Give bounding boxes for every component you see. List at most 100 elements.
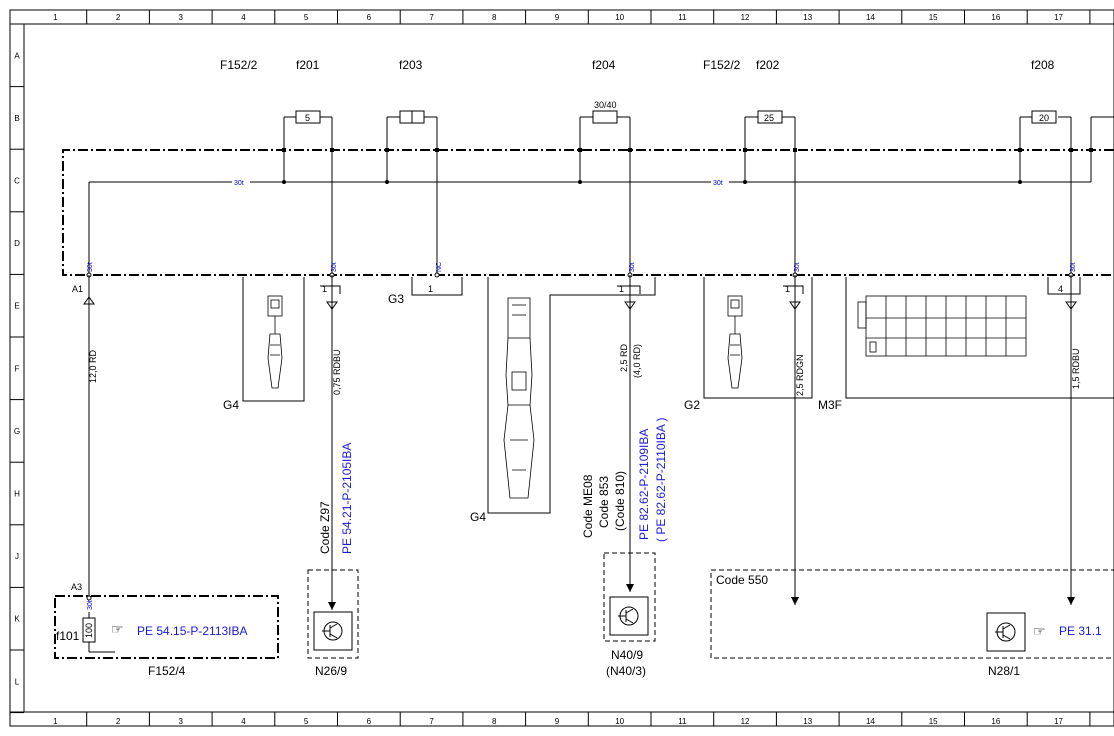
code-label-z97: Code Z97 [318,501,332,554]
pointer-icon: ☞ [1033,623,1046,639]
code-label-853: Code 853 [597,476,611,528]
code-label-810: (Code 810) [613,471,627,531]
ruler-column-label: 8 [492,717,497,726]
fuse-block-label-f152-4: F152/4 [148,664,186,678]
module-n40-9-box [603,552,656,642]
connector-label-g4: G4 [223,398,239,412]
ruler-column-label: 7 [429,13,434,22]
terminal-label: 30t [629,262,636,272]
module-n26-9-icon-frame [313,611,353,651]
fuse-f203 [386,110,438,150]
transistor-icon [618,606,639,626]
ruler-row-label: C [14,177,20,186]
wire-label: 2,5 RDGN [795,354,805,396]
wire-label: 12,0 RD [88,349,98,383]
pin-number: 1 [785,284,790,294]
ruler: 1122334455667788991010111112121313141415… [10,10,1091,726]
ruler-row-label: K [14,615,20,624]
fuse-box-outline [62,149,1114,276]
terminal-pin-icon [267,295,283,389]
pin-bracket [320,285,341,294]
ruler-column-label: 5 [304,13,309,22]
terminal-label: 30t [87,600,94,610]
pin-bracket [783,285,804,294]
wire-label: 1,5 RDBU [1071,348,1081,389]
ruler-column-label: 16 [991,13,1000,22]
fuse-f204 [579,110,631,150]
ruler-column-label: 13 [803,13,812,22]
fuse-rating: 100 [84,623,94,638]
ref-link-pe-82-62-2110[interactable]: ( PE 82.62-P-2110IBA ) [654,417,668,542]
ruler-row-label: D [14,239,20,248]
fuse-label-f201: f201 [296,58,320,72]
ruler-column-label: 9 [555,717,560,726]
bus-dots [282,180,1022,184]
terminal-label: 30t [794,262,801,272]
ruler-row-label: J [15,552,19,561]
connector-g2-outline [703,277,813,399]
ruler-column-label: 1 [53,13,58,22]
fuse-f101 [82,612,115,653]
frame [9,9,1114,727]
code-label-me08: Code ME08 [581,474,595,538]
ruler-column-label: 4 [241,717,246,726]
connector-g4-left-outline [242,277,305,402]
fuse-label-f203: f203 [399,58,423,72]
ruler-column-label: 12 [741,13,750,22]
ref-link-pe-54-21[interactable]: PE 54.21-P-2105IBA [340,443,354,554]
module-n26-9-box [307,569,359,659]
connector-g4-mid-outline [487,277,656,514]
ruler-column-label: 11 [678,13,687,22]
ruler-column-label: 10 [615,717,624,726]
transistor-icon [995,622,1016,642]
fuse-rating: 25 [764,113,774,123]
ruler-column-label: 15 [929,717,938,726]
fuse-label-f101: f101 [56,629,80,643]
ruler-column-label: 13 [803,717,812,726]
connector-label-m3f: M3F [818,398,842,412]
terminal-pin-icon [503,297,535,499]
ruler-row-label: A [14,51,20,60]
pointer-icon: ☞ [111,621,124,637]
module-n40-9-icon-frame [609,596,649,636]
code-550-region [710,569,1114,659]
ruler-column-label: 1 [53,717,58,726]
ruler-column-label: 6 [367,13,372,22]
module-label-n40-3: (N40/3) [606,664,646,678]
ref-link-pe-31-1[interactable]: PE 31.1 [1059,624,1102,638]
ruler-column-label: 2 [116,717,121,726]
ruler-row-label: B [14,114,19,123]
ruler-column-label: 5 [304,717,309,726]
terminal-label: NC [436,262,443,272]
ruler-column-label: 11 [678,717,687,726]
pin-bracket [617,285,641,294]
arrow-head [1067,597,1075,605]
terminal-point [86,595,92,601]
arrow-head [791,597,799,605]
fuse-block-f152-4-region [54,595,279,659]
ruler-column-label: 10 [615,13,624,22]
bus-label: 30t [234,180,244,187]
wire-label: 2,5 RD [619,343,629,372]
connector-block-icon [857,295,1027,357]
ruler-column-label: 17 [1054,717,1063,726]
ruler-row-label: F [15,364,20,373]
ruler-column-label: 14 [866,13,875,22]
ref-link-pe-82-62-2109[interactable]: PE 82.62-P-2109IBA [637,429,651,540]
ruler-column-label: 4 [241,13,246,22]
connector-label-a3: A3 [71,582,82,592]
ruler-row-label: G [14,427,20,436]
module-label-n26-9: N26/9 [315,664,347,678]
ref-link-pe-54-15[interactable]: PE 54.15-P-2113IBA [137,624,248,638]
ruler-column-label: 3 [179,717,184,726]
fuse-f201 [283,110,333,150]
fuse-rating: 30/40 [594,100,617,110]
bus-30t [88,150,1092,275]
terminal-label: 30t [87,262,94,272]
connector-label-g4: G4 [470,510,486,524]
ruler-column-label: 17 [1054,13,1063,22]
fuse-rating: 5 [305,113,310,123]
connector-label-a1: A1 [72,284,83,294]
module-label-n40-9: N40/9 [611,648,643,662]
